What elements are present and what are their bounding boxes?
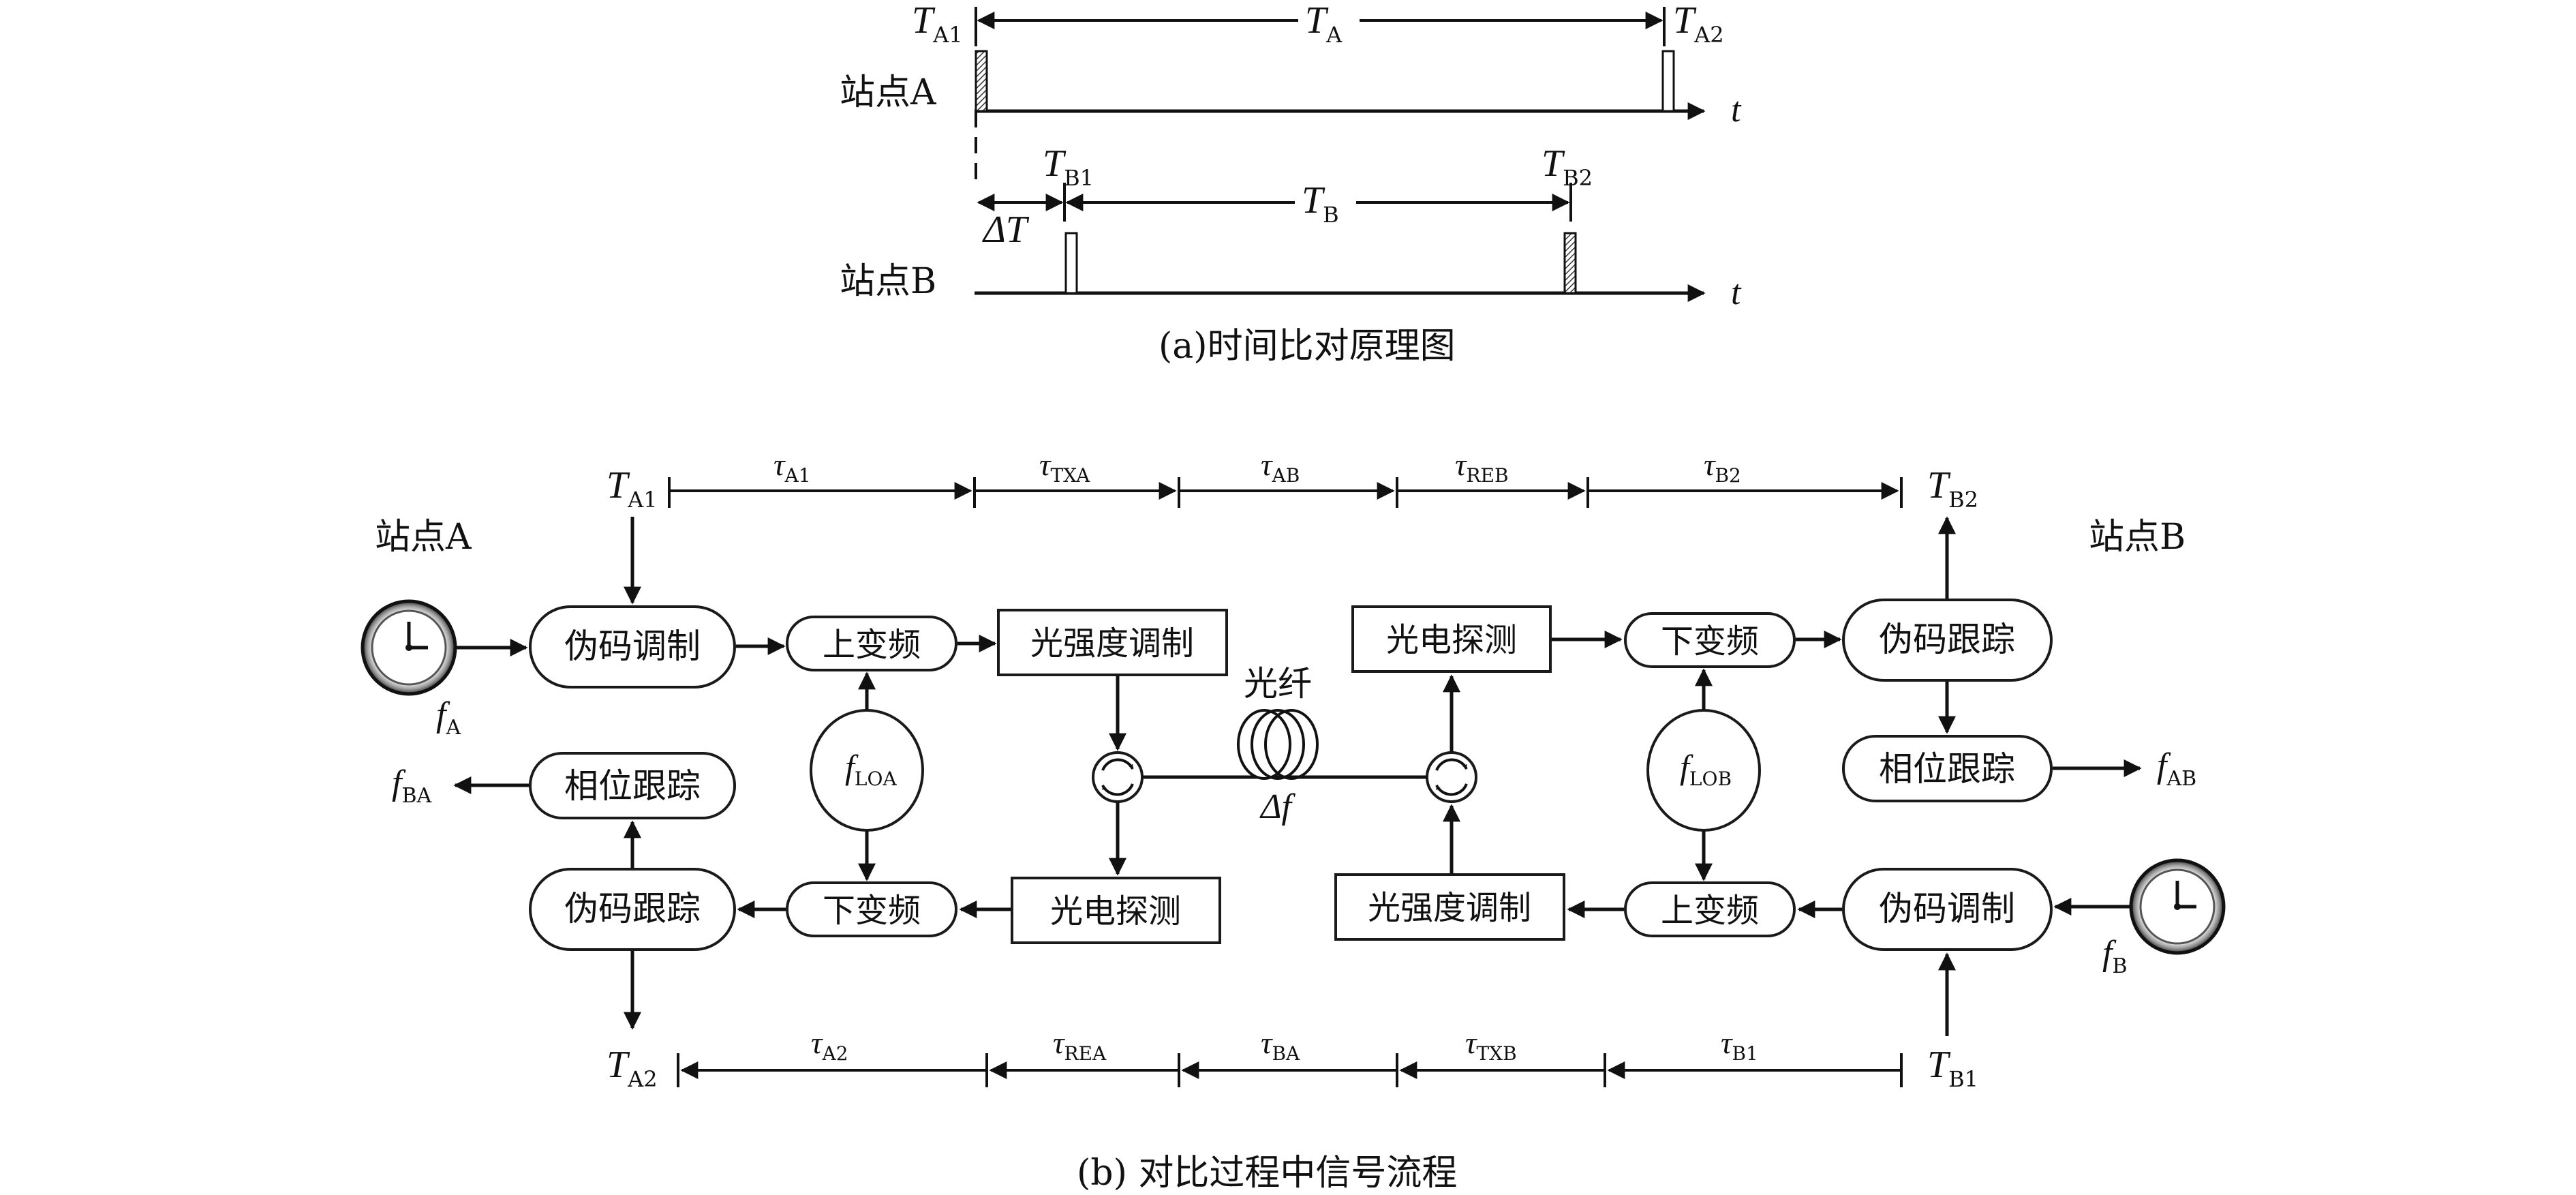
f-a-label: fA [436, 695, 461, 740]
panel-b: τA1 τTXA τAB τREB τB2 τA2 τREA τBA τTXB … [361, 447, 2226, 1194]
t-b1-label: TB1 [1043, 142, 1094, 191]
svg-text:光强度调制: 光强度调制 [1368, 889, 1531, 927]
tau-ba-label: τBA [1261, 1025, 1300, 1065]
tau-ab-label: τAB [1261, 447, 1300, 487]
svg-text:下变频: 下变频 [1661, 622, 1759, 661]
tau-rea-label: τREA [1053, 1025, 1107, 1065]
delta-t-label: ΔT [982, 209, 1030, 251]
time-axis-label-b: t [1731, 273, 1742, 312]
t-a1-marker: TA1 [607, 464, 658, 513]
b-opt-mod-block: 光强度调制 [1334, 873, 1565, 941]
panel-a-caption: (a)时间比对原理图 [1159, 326, 1456, 367]
circulator-a-icon [1092, 751, 1144, 803]
panel-a: TA1 TA TA2 TB1 TB TB2 ΔT 站点A 站点B t t (a)… [840, 0, 1742, 367]
station-a-label-b: 站点A [375, 517, 472, 558]
svg-text:相位跟踪: 相位跟踪 [1879, 749, 2015, 789]
lo-b-oscillator: fLOB [1646, 709, 1761, 832]
svg-text:上变频: 上变频 [1661, 892, 1759, 930]
circulator-b-icon [1426, 751, 1477, 803]
clock-a-icon [361, 599, 457, 696]
station-b-label-b: 站点B [2089, 517, 2186, 558]
svg-text:伪码调制: 伪码调制 [1879, 889, 2015, 928]
b-pn-mod-block: 伪码调制 [1842, 868, 2053, 951]
tau-txb-label: τTXB [1465, 1025, 1517, 1065]
a-downconv-block: 下变频 [786, 881, 957, 937]
lo-a-oscillator: fLOA [810, 709, 924, 832]
t-b1-marker: TB1 [1927, 1044, 1978, 1092]
tau-a1-label: τA1 [773, 447, 811, 487]
tau-a2-label: τA2 [811, 1025, 848, 1065]
fiber-coil-icon [1237, 709, 1319, 780]
a-upconv-block: 上变频 [786, 616, 957, 671]
t-a1-label: TA1 [912, 0, 963, 48]
a-pn-mod-block: 伪码调制 [529, 605, 736, 689]
svg-text:光电探测: 光电探测 [1050, 892, 1181, 931]
f-lob-label: fLOB [1680, 748, 1732, 790]
t-b2-marker: TB2 [1927, 464, 1978, 513]
t-b2-pulse [1563, 232, 1577, 294]
f-b-label: fB [2102, 934, 2128, 978]
clock-b-icon [2129, 858, 2226, 955]
b-upconv-block: 上变频 [1624, 881, 1796, 937]
tau-bottom-labels: τA2 τREA τBA τTXB τB1 [811, 1025, 1758, 1065]
panel-b-caption: (b) 对比过程中信号流程 [1077, 1153, 1457, 1194]
t-a2-marker: TA2 [607, 1044, 658, 1092]
t-b1-pulse [1064, 232, 1078, 294]
b-photodet-block: 光电探测 [1351, 605, 1552, 673]
f-ab-label: fAB [2157, 746, 2196, 791]
tau-reb-label: τREB [1455, 447, 1509, 487]
station-a-label: 站点A [840, 72, 937, 113]
tau-txa-label: τTXA [1039, 447, 1090, 487]
a-pn-track-block: 伪码跟踪 [529, 868, 736, 951]
b-downconv-block: 下变频 [1624, 612, 1796, 668]
tau-b2-label: τB2 [1704, 447, 1741, 487]
svg-text:光电探测: 光电探测 [1386, 621, 1517, 659]
svg-text:伪码跟踪: 伪码跟踪 [564, 889, 701, 928]
svg-text:相位跟踪: 相位跟踪 [564, 766, 701, 806]
t-b2-label: TB2 [1542, 142, 1593, 191]
a-photodet-block: 光电探测 [1011, 877, 1221, 944]
t-a1-pulse [975, 50, 988, 112]
svg-text:光强度调制: 光强度调制 [1030, 624, 1194, 663]
a-opt-mod-block: 光强度调制 [997, 609, 1228, 676]
t-b-label: TB [1302, 179, 1339, 228]
tau-b1-label: τB1 [1721, 1025, 1758, 1065]
t-a-label: TA [1305, 0, 1343, 48]
b-phase-track-block: 相位跟踪 [1842, 735, 2053, 802]
svg-text:下变频: 下变频 [823, 892, 921, 930]
delta-f-label: Δf [1259, 787, 1296, 826]
svg-text:伪码跟踪: 伪码跟踪 [1879, 620, 2015, 659]
svg-text:伪码调制: 伪码调制 [564, 626, 701, 666]
t-a2-pulse [1661, 50, 1675, 112]
f-ba-label: fBA [392, 763, 431, 808]
a-phase-track-block: 相位跟踪 [529, 752, 736, 819]
tau-top-labels: τA1 τTXA τAB τREB τB2 [773, 447, 1741, 487]
fiber-label: 光纤 [1244, 664, 1312, 704]
svg-text:上变频: 上变频 [823, 626, 921, 664]
t-a2-label: TA2 [1673, 0, 1724, 48]
station-b-label: 站点B [840, 261, 936, 302]
b-pn-track-block: 伪码跟踪 [1842, 599, 2053, 682]
time-axis-label-a: t [1731, 91, 1742, 130]
